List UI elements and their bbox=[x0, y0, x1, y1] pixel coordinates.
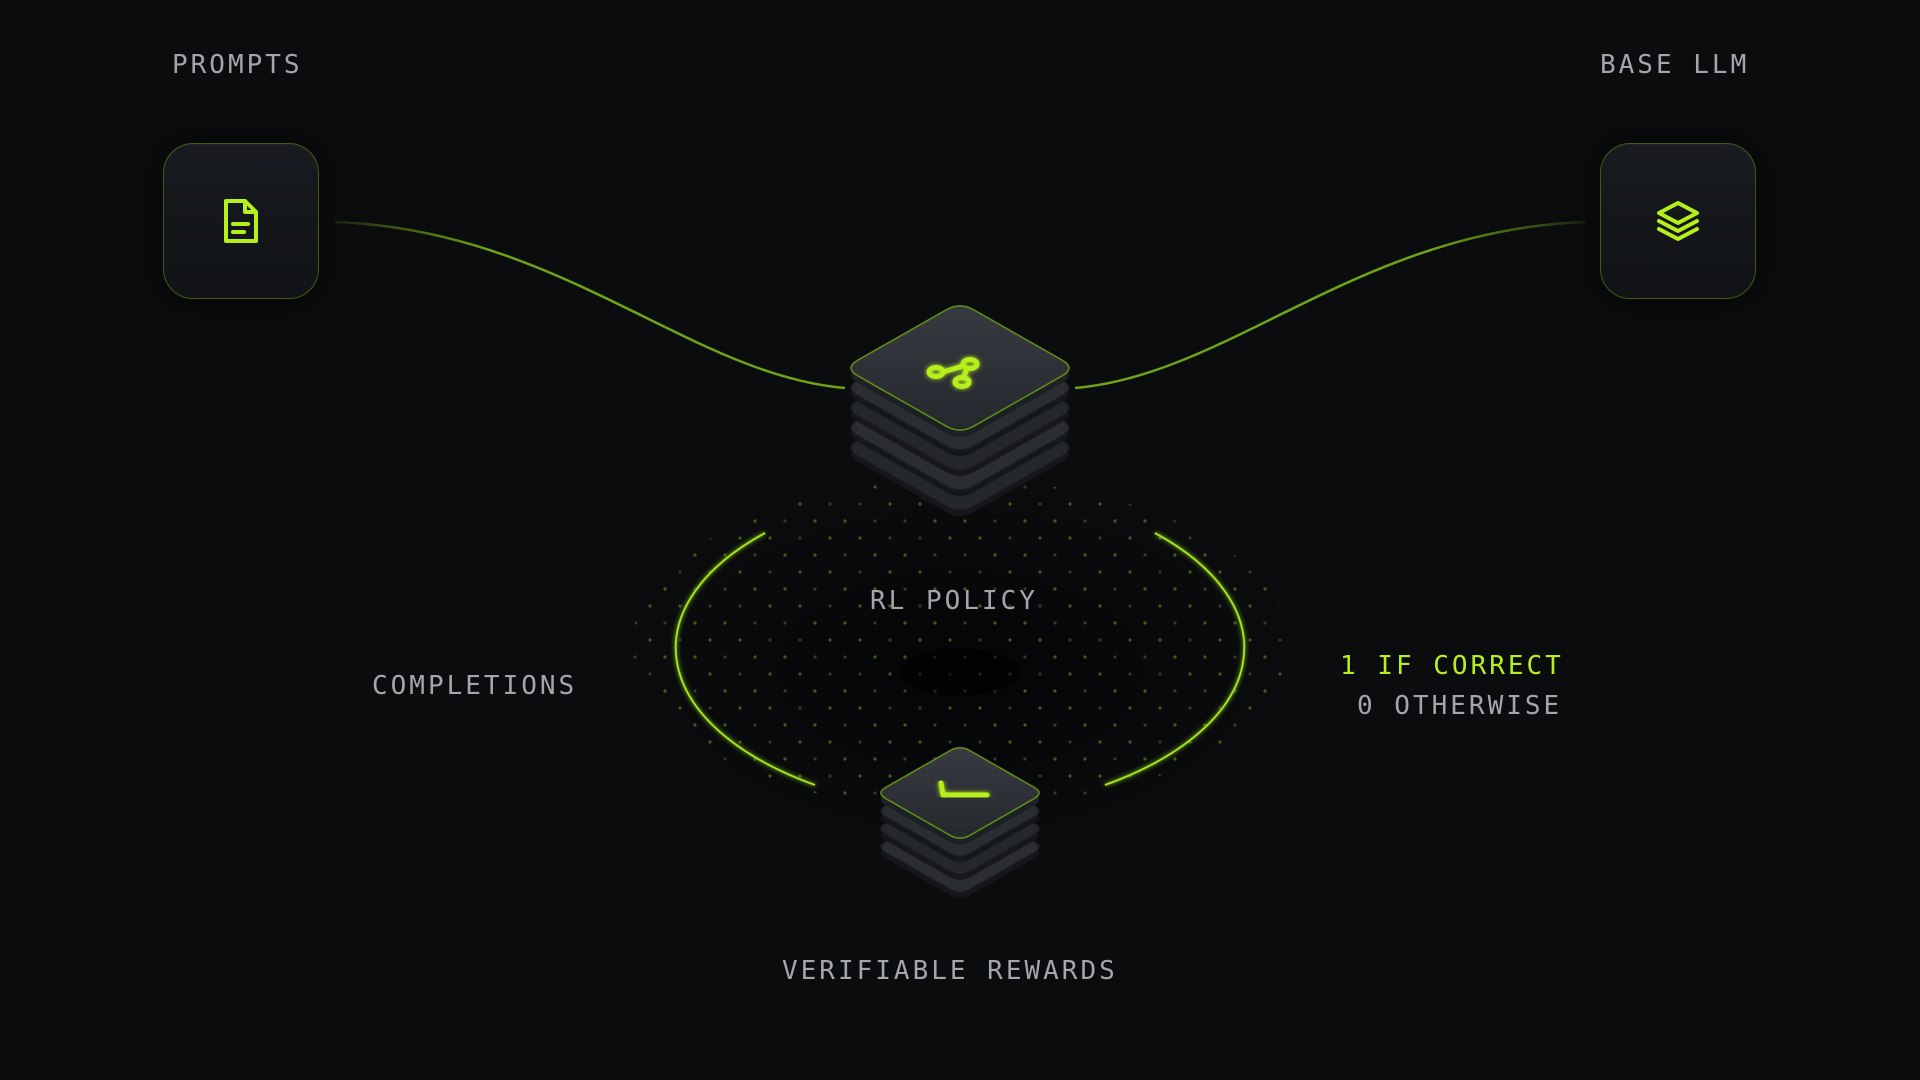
branch-icon bbox=[926, 357, 980, 389]
reward-correct-label: 1 IF CORRECT bbox=[1340, 651, 1564, 681]
verifiable-rewards-label: VERIFIABLE REWARDS bbox=[782, 956, 1118, 986]
base-llm-node[interactable] bbox=[1600, 143, 1756, 299]
rl-policy-stack bbox=[850, 305, 1070, 517]
prompts-label: PROMPTS bbox=[172, 50, 303, 80]
base-llm-label: BASE LLM bbox=[1600, 50, 1750, 80]
completions-label: COMPLETIONS bbox=[372, 671, 578, 701]
document-icon bbox=[224, 199, 258, 243]
check-icon bbox=[938, 780, 990, 798]
prompts-node[interactable] bbox=[163, 143, 319, 299]
layers-icon bbox=[1657, 201, 1699, 241]
verifiable-rewards-stack bbox=[880, 747, 1040, 899]
prompts-connector bbox=[334, 220, 846, 390]
reward-otherwise-label: 0 OTHERWISE bbox=[1357, 691, 1563, 721]
rl-policy-label: RL POLICY bbox=[870, 586, 1038, 616]
base-llm-connector bbox=[1074, 220, 1586, 390]
